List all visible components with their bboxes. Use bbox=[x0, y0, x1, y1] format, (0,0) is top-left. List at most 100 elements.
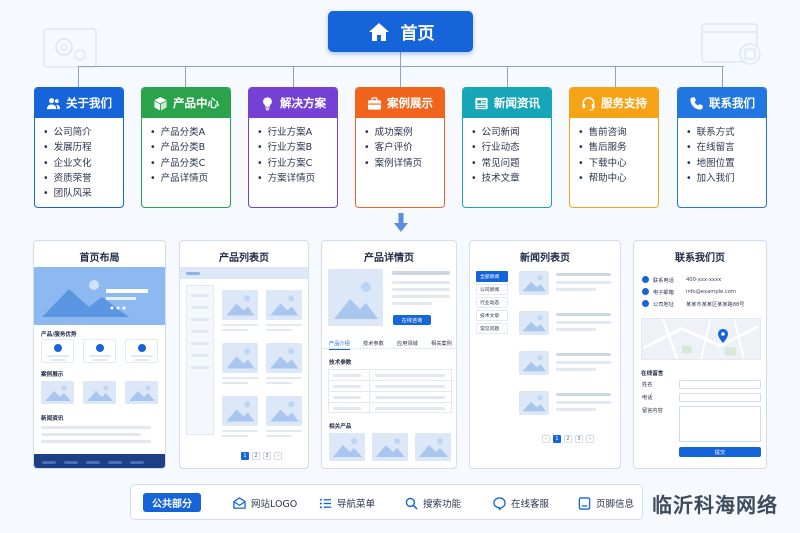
page-button[interactable]: › bbox=[274, 452, 282, 460]
submit-button[interactable]: 提交 bbox=[679, 447, 761, 457]
menu-icon bbox=[319, 498, 332, 508]
page-button[interactable]: 1 bbox=[241, 452, 249, 460]
category-item[interactable]: 联系方式 bbox=[686, 125, 766, 140]
page-title: 新闻列表页 bbox=[520, 253, 570, 264]
product-name bbox=[222, 377, 258, 379]
page-title: 首页布局 bbox=[79, 253, 120, 264]
category-card-3[interactable]: 解决方案行业方案A行业方案B行业方案C方案详情页 bbox=[248, 87, 338, 208]
mail-icon bbox=[642, 288, 649, 295]
category-item[interactable]: 团队风采 bbox=[43, 186, 123, 201]
category-header[interactable]: 联系我们 bbox=[678, 88, 766, 118]
category-item[interactable]: 加入我们 bbox=[686, 171, 766, 186]
category-item[interactable]: 行业动态 bbox=[471, 140, 551, 155]
category-item[interactable]: 公司简介 bbox=[43, 125, 123, 140]
product-name bbox=[222, 430, 258, 432]
news-category-item[interactable]: 常见问题 bbox=[476, 323, 508, 334]
category-item[interactable]: 技术文章 bbox=[471, 171, 551, 186]
briefcase-icon bbox=[367, 96, 382, 111]
category-item[interactable]: 常见问题 bbox=[471, 156, 551, 171]
category-item[interactable]: 下载中心 bbox=[578, 156, 658, 171]
common-item-service[interactable]: 在线客服 bbox=[493, 496, 549, 510]
page-button[interactable]: › bbox=[586, 435, 594, 443]
news-category-item[interactable]: 公司新闻 bbox=[476, 284, 508, 295]
category-header[interactable]: 新闻资讯 bbox=[463, 88, 551, 118]
product-desc bbox=[266, 382, 292, 384]
category-item[interactable]: 发展历程 bbox=[43, 140, 123, 155]
common-item-footer[interactable]: 页脚信息 bbox=[578, 496, 634, 510]
tab-4[interactable]: 相关案例 bbox=[431, 341, 452, 347]
category-header[interactable]: 案例展示 bbox=[356, 88, 444, 118]
category-item[interactable]: 客户评价 bbox=[364, 140, 444, 155]
category-item[interactable]: 在线留言 bbox=[686, 140, 766, 155]
related-product-image bbox=[415, 433, 451, 461]
category-item[interactable]: 方案详情页 bbox=[257, 171, 337, 186]
category-item[interactable]: 产品详情页 bbox=[150, 171, 230, 186]
arrow-down-icon bbox=[394, 213, 408, 232]
page-button[interactable]: 2 bbox=[564, 435, 572, 443]
tab-2[interactable]: 技术参数 bbox=[363, 341, 384, 347]
category-item[interactable]: 售后服务 bbox=[578, 140, 658, 155]
news-title bbox=[556, 313, 611, 316]
page-button[interactable]: 2 bbox=[252, 452, 260, 460]
category-item[interactable]: 产品分类B bbox=[150, 140, 230, 155]
related-label: 相关产品 bbox=[329, 424, 352, 430]
category-item[interactable]: 行业方案C bbox=[257, 156, 337, 171]
users-icon bbox=[46, 96, 61, 111]
category-card-5[interactable]: 新闻资讯公司新闻行业动态常见问题技术文章 bbox=[462, 87, 552, 208]
category-item[interactable]: 产品分类C bbox=[150, 156, 230, 171]
category-card-2[interactable]: 产品中心产品分类A产品分类B产品分类C产品详情页 bbox=[141, 87, 231, 208]
news-category-item[interactable]: 全部新闻 bbox=[476, 271, 508, 282]
common-item-label: 搜索功能 bbox=[423, 499, 462, 510]
category-header[interactable]: 产品中心 bbox=[142, 88, 230, 118]
category-item[interactable]: 成功案例 bbox=[364, 125, 444, 140]
common-item-label: 页脚信息 bbox=[596, 499, 635, 510]
category-header[interactable]: 关于我们 bbox=[35, 88, 123, 118]
consult-button[interactable]: 在线咨询 bbox=[393, 315, 431, 325]
category-item[interactable]: 资质荣誉 bbox=[43, 171, 123, 186]
category-item[interactable]: 案例详情页 bbox=[364, 156, 444, 171]
feature-card bbox=[125, 339, 158, 363]
category-item[interactable]: 行业方案A bbox=[257, 125, 337, 140]
category-item[interactable]: 公司新闻 bbox=[471, 125, 551, 140]
page-title: 产品列表页 bbox=[219, 253, 269, 264]
detail-tabs: 产品介绍 技术参数 应用领域 相关案例 bbox=[322, 337, 456, 350]
category-card-1[interactable]: 关于我们公司简介发展历程企业文化资质荣誉团队风采 bbox=[34, 87, 124, 208]
common-item-logo[interactable]: 网站LOGO bbox=[233, 496, 297, 510]
category-header[interactable]: 解决方案 bbox=[249, 88, 337, 118]
news-category-item[interactable]: 技术文章 bbox=[476, 310, 508, 321]
page-button[interactable]: 3 bbox=[263, 452, 271, 460]
category-item[interactable]: 地图位置 bbox=[686, 156, 766, 171]
category-title: 产品中心 bbox=[173, 96, 219, 110]
category-card-4[interactable]: 案例展示成功案例客户评价案例详情页 bbox=[355, 87, 445, 208]
page-button[interactable]: 1 bbox=[553, 435, 561, 443]
category-item[interactable]: 行业方案B bbox=[257, 140, 337, 155]
category-header[interactable]: 服务支持 bbox=[570, 88, 658, 118]
news-thumbnail bbox=[519, 391, 549, 415]
form-input[interactable] bbox=[679, 380, 761, 389]
params-table bbox=[328, 369, 453, 414]
news-category-item[interactable]: 行业动态 bbox=[476, 297, 508, 308]
root-home-node[interactable]: 首页 bbox=[328, 11, 473, 52]
product-image bbox=[222, 343, 258, 373]
message-textarea[interactable] bbox=[679, 406, 761, 442]
news-thumbnail bbox=[519, 351, 549, 375]
contact-label: 联系电话 bbox=[653, 278, 674, 284]
page-button[interactable]: 3 bbox=[575, 435, 583, 443]
top-nav-bar bbox=[180, 267, 308, 279]
tab-3[interactable]: 应用领域 bbox=[397, 341, 418, 347]
category-item[interactable]: 售前咨询 bbox=[578, 125, 658, 140]
news-summary bbox=[556, 368, 596, 371]
form-input[interactable] bbox=[679, 393, 761, 402]
page-title: 联系我们页 bbox=[675, 253, 725, 264]
common-tag: 公共部分 bbox=[143, 492, 201, 512]
tab-1[interactable]: 产品介绍 bbox=[329, 340, 350, 350]
category-card-7[interactable]: 联系我们联系方式在线留言地图位置加入我们 bbox=[677, 87, 767, 208]
category-item[interactable]: 产品分类A bbox=[150, 125, 230, 140]
common-item-nav[interactable]: 导航菜单 bbox=[319, 496, 375, 510]
page-button[interactable]: ‹ bbox=[542, 435, 550, 443]
category-item[interactable]: 企业文化 bbox=[43, 156, 123, 171]
category-card-6[interactable]: 服务支持售前咨询售后服务下载中心帮助中心 bbox=[569, 87, 659, 208]
common-item-search[interactable]: 搜索功能 bbox=[405, 496, 461, 510]
category-item[interactable]: 帮助中心 bbox=[578, 171, 658, 186]
